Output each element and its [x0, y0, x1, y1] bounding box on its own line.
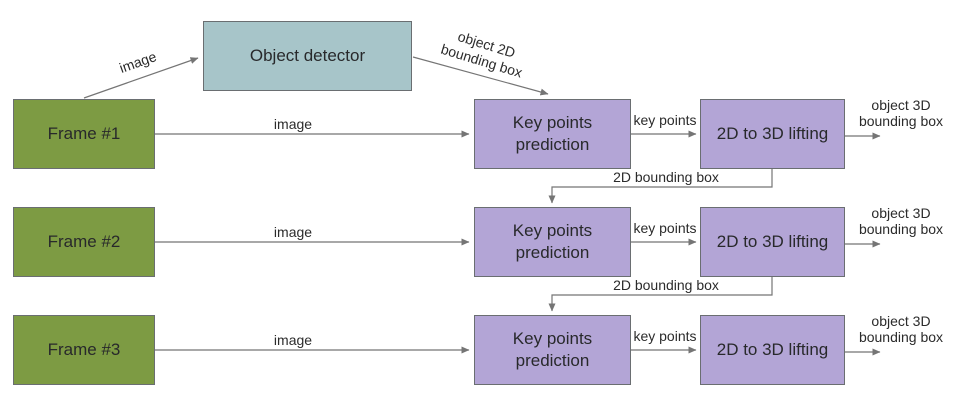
edge-label-image-row1: image	[273, 116, 313, 132]
edge-label-2d-bounding-box-1: 2D bounding box	[613, 169, 719, 185]
keypoints-label-2: Key points prediction	[512, 221, 593, 262]
edge-detector-to-keypoints1	[412, 56, 549, 96]
lifting-label-2: 2D to 3D lifting	[716, 232, 829, 251]
edge-2dbb-row1-row2	[548, 169, 773, 204]
edge-label-2d-bounding-box-2: 2D bounding box	[613, 277, 719, 293]
edge-label-object-3d-row1: object 3D bounding box	[858, 97, 944, 129]
keypoints-node-2: Key points prediction	[474, 207, 631, 277]
edge-label-image-row2: image	[273, 224, 313, 240]
edge-label-object-3d-row3: object 3D bounding box	[858, 313, 944, 345]
object-detector-label: Object detector	[249, 46, 366, 65]
edge-label-object-3d-row2: object 3D bounding box	[858, 205, 944, 237]
edge-2dbb-row2-row3	[548, 277, 773, 312]
edge-label-keypoints-row3: key points	[633, 328, 697, 344]
edge-label-image-row3: image	[273, 332, 313, 348]
frame-1-label: Frame #1	[47, 124, 121, 143]
frame-3-label: Frame #3	[47, 340, 121, 359]
keypoints-label-3: Key points prediction	[512, 329, 593, 370]
edge-frame1-to-detector	[83, 57, 199, 99]
lifting-node-3: 2D to 3D lifting	[700, 315, 845, 385]
keypoints-node-3: Key points prediction	[474, 315, 631, 385]
frame-2-label: Frame #2	[47, 232, 121, 251]
keypoints-label-1: Key points prediction	[512, 113, 593, 154]
lifting-label-3: 2D to 3D lifting	[716, 340, 829, 359]
lifting-label-1: 2D to 3D lifting	[716, 124, 829, 143]
edge-label-keypoints-row2: key points	[633, 220, 697, 236]
object-detector-node: Object detector	[203, 21, 412, 91]
frame-1-node: Frame #1	[13, 99, 155, 169]
lifting-node-1: 2D to 3D lifting	[700, 99, 845, 169]
keypoints-node-1: Key points prediction	[474, 99, 631, 169]
frame-3-node: Frame #3	[13, 315, 155, 385]
lifting-node-2: 2D to 3D lifting	[700, 207, 845, 277]
edge-label-keypoints-row1: key points	[633, 112, 697, 128]
frame-2-node: Frame #2	[13, 207, 155, 277]
